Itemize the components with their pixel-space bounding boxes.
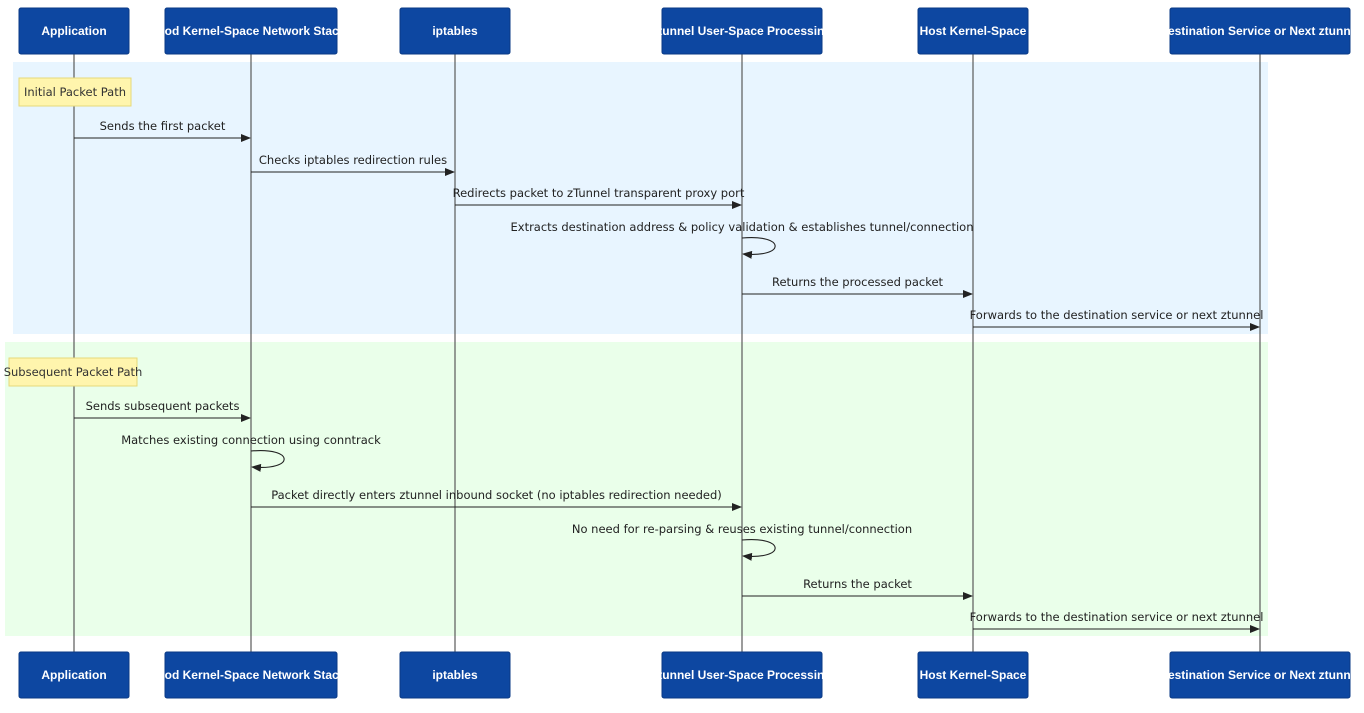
actor-ipt-top: iptables	[399, 7, 511, 55]
message-label: Packet directly enters ztunnel inbound s…	[271, 488, 722, 502]
actor-box	[661, 651, 823, 699]
message-label: No need for re-parsing & reuses existing…	[572, 522, 912, 536]
message: Sends the first packet	[74, 119, 251, 142]
message: Returns the processed packet	[742, 275, 973, 298]
actor-ipt-bottom: iptables	[399, 651, 511, 699]
actor-label: iptables	[432, 24, 478, 38]
actor-dest-bottom: Destination Service or Next ztunnel	[1159, 651, 1361, 699]
message: No need for re-parsing & reuses existing…	[572, 522, 912, 561]
self-message-arrow	[741, 539, 776, 561]
actor-zt-top: ztunnel User-Space Processing	[652, 7, 832, 55]
message-label: Checks iptables redirection rules	[259, 153, 447, 167]
actor-label: ztunnel User-Space Processing	[652, 668, 831, 682]
message: Extracts destination address & policy va…	[511, 220, 974, 259]
actor-label: Host Kernel-Space	[920, 668, 1027, 682]
actor-label: Destination Service or Next ztunnel	[1159, 668, 1360, 682]
actor-box	[18, 7, 130, 55]
self-message-arrow	[250, 450, 285, 472]
actor-box	[1169, 7, 1351, 55]
actor-label: Destination Service or Next ztunnel	[1159, 24, 1360, 38]
message: Returns the packet	[742, 577, 973, 600]
actor-label: Host Kernel-Space	[920, 24, 1027, 38]
actor-box	[18, 651, 130, 699]
actor-box	[164, 651, 338, 699]
actor-box	[399, 651, 511, 699]
actor-pod-bottom: Pod Kernel-Space Network Stack	[157, 651, 346, 699]
message-label: Extracts destination address & policy va…	[511, 220, 974, 234]
actor-box	[164, 7, 338, 55]
message-label: Sends the first packet	[100, 119, 226, 133]
actor-label: Pod Kernel-Space Network Stack	[157, 668, 346, 682]
message-label: Forwards to the destination service or n…	[970, 308, 1264, 322]
message: Matches existing connection using conntr…	[121, 433, 381, 472]
message: Sends subsequent packets	[74, 399, 251, 422]
message: Redirects packet to zTunnel transparent …	[453, 186, 745, 209]
group-note: Subsequent Packet Path	[4, 357, 143, 387]
actor-box	[1169, 651, 1351, 699]
message: Packet directly enters ztunnel inbound s…	[251, 488, 742, 511]
self-message-arrow	[741, 237, 776, 259]
message-label: Forwards to the destination service or n…	[970, 610, 1264, 624]
note-box	[18, 77, 132, 107]
actor-pod-top: Pod Kernel-Space Network Stack	[157, 7, 346, 55]
message: Forwards to the destination service or n…	[970, 610, 1264, 633]
actor-dest-top: Destination Service or Next ztunnel	[1159, 7, 1361, 55]
group-background	[13, 62, 1268, 334]
note-label: Subsequent Packet Path	[4, 365, 143, 379]
note-box	[8, 357, 138, 387]
message: Forwards to the destination service or n…	[970, 308, 1264, 331]
message: Checks iptables redirection rules	[251, 153, 455, 176]
message-label: Returns the processed packet	[772, 275, 944, 289]
actor-label: Application	[41, 668, 106, 682]
actor-box	[917, 651, 1029, 699]
actor-host-bottom: Host Kernel-Space	[917, 651, 1029, 699]
actor-zt-bottom: ztunnel User-Space Processing	[652, 651, 832, 699]
actor-app-bottom: Application	[18, 651, 130, 699]
note-label: Initial Packet Path	[24, 85, 126, 99]
actor-host-top: Host Kernel-Space	[917, 7, 1029, 55]
actor-box	[399, 7, 511, 55]
message-label: Redirects packet to zTunnel transparent …	[453, 186, 745, 200]
group-background	[5, 342, 1268, 636]
message-label: Matches existing connection using conntr…	[121, 433, 381, 447]
actor-label: Pod Kernel-Space Network Stack	[157, 24, 346, 38]
group-note: Initial Packet Path	[18, 77, 132, 107]
actor-label: ztunnel User-Space Processing	[652, 24, 831, 38]
actor-app-top: Application	[18, 7, 130, 55]
actor-label: iptables	[432, 668, 478, 682]
message-label: Sends subsequent packets	[86, 399, 240, 413]
actor-box	[917, 7, 1029, 55]
actor-box	[661, 7, 823, 55]
message-label: Returns the packet	[803, 577, 912, 591]
actor-label: Application	[41, 24, 106, 38]
